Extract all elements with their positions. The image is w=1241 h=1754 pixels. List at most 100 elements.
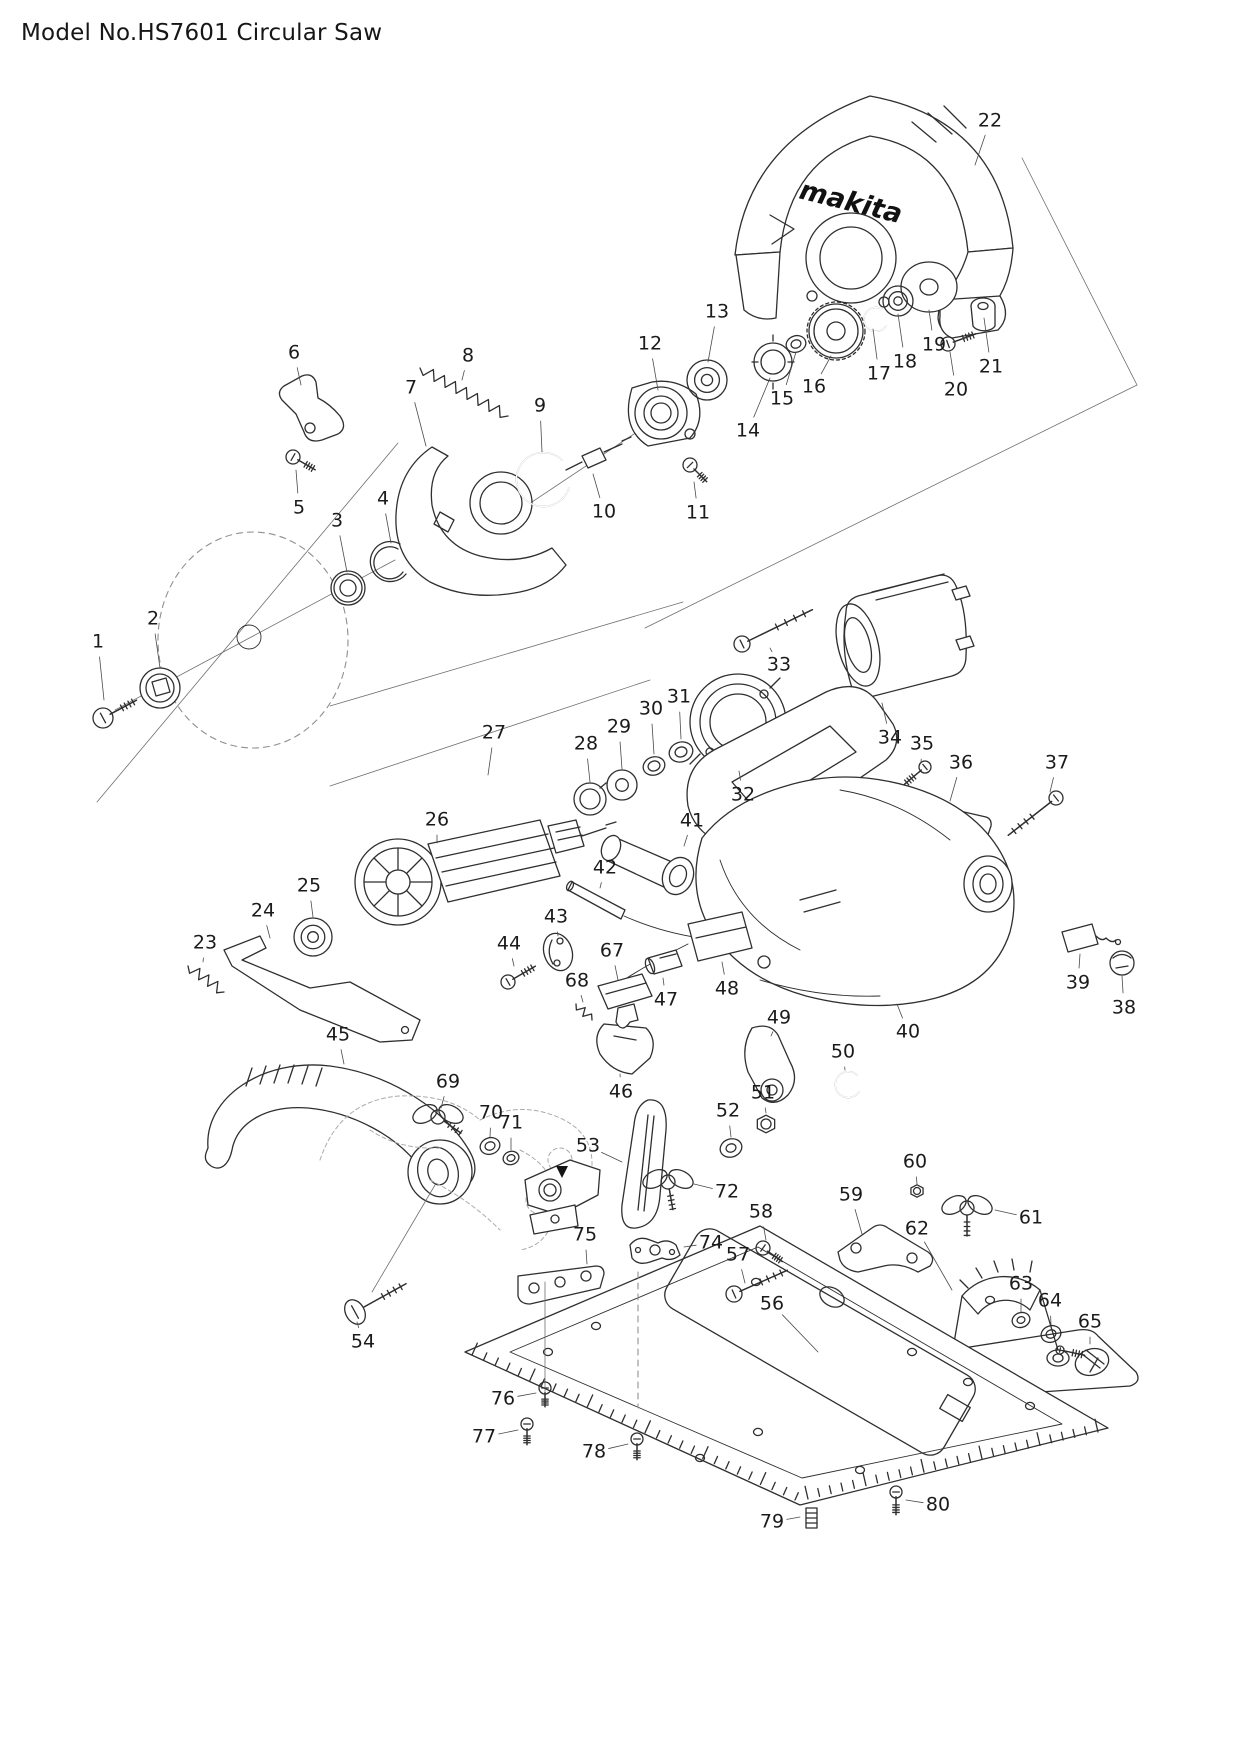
part-label-31: 31 (667, 686, 691, 740)
set-screw (805, 1507, 818, 1529)
inner-flange (330, 570, 366, 606)
part-label-30: 30 (639, 698, 663, 755)
spring-part (187, 965, 225, 994)
rear-handle (204, 1064, 476, 1205)
part-number: 70 (479, 1102, 503, 1124)
part-number: 68 (565, 970, 589, 992)
part-number: 16 (802, 376, 826, 398)
part-number: 57 (726, 1244, 750, 1266)
spring-part (419, 367, 509, 419)
snap-ring (863, 306, 887, 333)
part-number: 6 (288, 342, 300, 364)
washer-part (668, 741, 694, 763)
part-number: 9 (534, 395, 546, 417)
part-number: 51 (751, 1082, 775, 1104)
part-label-53: 53 (576, 1135, 623, 1163)
part-label-23: 23 (193, 932, 217, 963)
wing-bolt-part (642, 1169, 694, 1211)
blade-case: makita (734, 95, 1014, 339)
part-label-16: 16 (802, 355, 832, 398)
part-label-6: 6 (288, 342, 302, 386)
fixing-plate (517, 1265, 605, 1305)
part-label-13: 13 (705, 301, 729, 363)
washer-part (785, 334, 807, 354)
part-number: 59 (839, 1184, 863, 1206)
part-label-74: 74 (683, 1232, 723, 1254)
part-number: 69 (436, 1071, 460, 1093)
part-label-18: 18 (893, 313, 917, 373)
lock-lever (278, 374, 345, 442)
screw-part (725, 1269, 789, 1303)
part-label-47: 47 (654, 977, 678, 1011)
part-number: 39 (1066, 972, 1090, 994)
dust-ring (515, 451, 570, 508)
washer-part (479, 1136, 501, 1156)
part-label-27: 27 (482, 722, 506, 776)
part-label-38: 38 (1112, 975, 1136, 1019)
bearing-retainer-plate (627, 380, 701, 447)
ball-bearing-part (686, 359, 728, 401)
part-label-14: 14 (736, 377, 771, 442)
screw-part (520, 1417, 534, 1446)
part-number: 24 (251, 900, 275, 922)
part-number: 1 (92, 631, 104, 653)
lock-off-lever (596, 1023, 654, 1075)
part-number: 28 (574, 733, 598, 755)
part-number: 19 (922, 334, 946, 356)
spindle (565, 436, 632, 471)
saw-blade-phantom (157, 531, 349, 749)
link-bracket (837, 1224, 934, 1273)
part-label-35: 35 (910, 733, 934, 764)
part-number: 54 (351, 1331, 375, 1353)
part-label-52: 52 (716, 1100, 740, 1138)
part-label-2: 2 (147, 608, 161, 669)
outer-flange (139, 667, 181, 709)
part-label-21: 21 (979, 317, 1003, 378)
screw-part (1055, 1345, 1086, 1359)
part-label-70: 70 (479, 1102, 503, 1138)
part-label-67: 67 (600, 940, 624, 981)
page-title: Model No.HS7601 Circular Saw (21, 20, 383, 46)
part-number: 32 (731, 784, 755, 806)
part-number: 64 (1038, 1290, 1062, 1312)
part-number: 30 (639, 698, 663, 720)
part-label-65: 65 (1078, 1311, 1102, 1345)
part-label-57: 57 (726, 1244, 750, 1284)
part-label-10: 10 (592, 473, 616, 523)
part-number: 46 (609, 1081, 633, 1103)
rule-clamp (629, 1237, 681, 1264)
part-label-24: 24 (251, 900, 275, 939)
part-number: 5 (293, 497, 305, 519)
part-number: 35 (910, 733, 934, 755)
part-label-60: 60 (903, 1151, 927, 1185)
grip-serrations (245, 1064, 323, 1087)
base-plate (464, 1225, 1109, 1506)
part-number: 75 (573, 1224, 597, 1246)
part-number: 45 (326, 1024, 350, 1046)
part-label-15: 15 (770, 351, 797, 410)
part-number: 2 (147, 608, 159, 630)
part-number: 74 (699, 1232, 723, 1254)
part-label-19: 19 (922, 309, 946, 356)
rubber-boot (600, 834, 695, 896)
spring-part (575, 1003, 593, 1021)
part-label-36: 36 (949, 752, 973, 802)
part-label-51: 51 (751, 1082, 775, 1114)
part-label-69: 69 (436, 1071, 460, 1109)
screw-part (903, 760, 932, 786)
part-label-9: 9 (534, 395, 546, 453)
screw-part (733, 608, 814, 653)
part-label-37: 37 (1045, 752, 1069, 793)
part-label-29: 29 (607, 716, 631, 770)
part-number: 65 (1078, 1311, 1102, 1333)
part-label-50: 50 (831, 1041, 855, 1071)
part-number: 56 (760, 1293, 784, 1315)
part-number: 17 (867, 363, 891, 385)
part-label-5: 5 (293, 469, 305, 519)
part-number: 78 (582, 1441, 606, 1463)
washer-part (502, 1150, 520, 1166)
part-number: 76 (491, 1388, 515, 1410)
part-label-39: 39 (1066, 953, 1090, 994)
part-label-25: 25 (297, 875, 321, 918)
